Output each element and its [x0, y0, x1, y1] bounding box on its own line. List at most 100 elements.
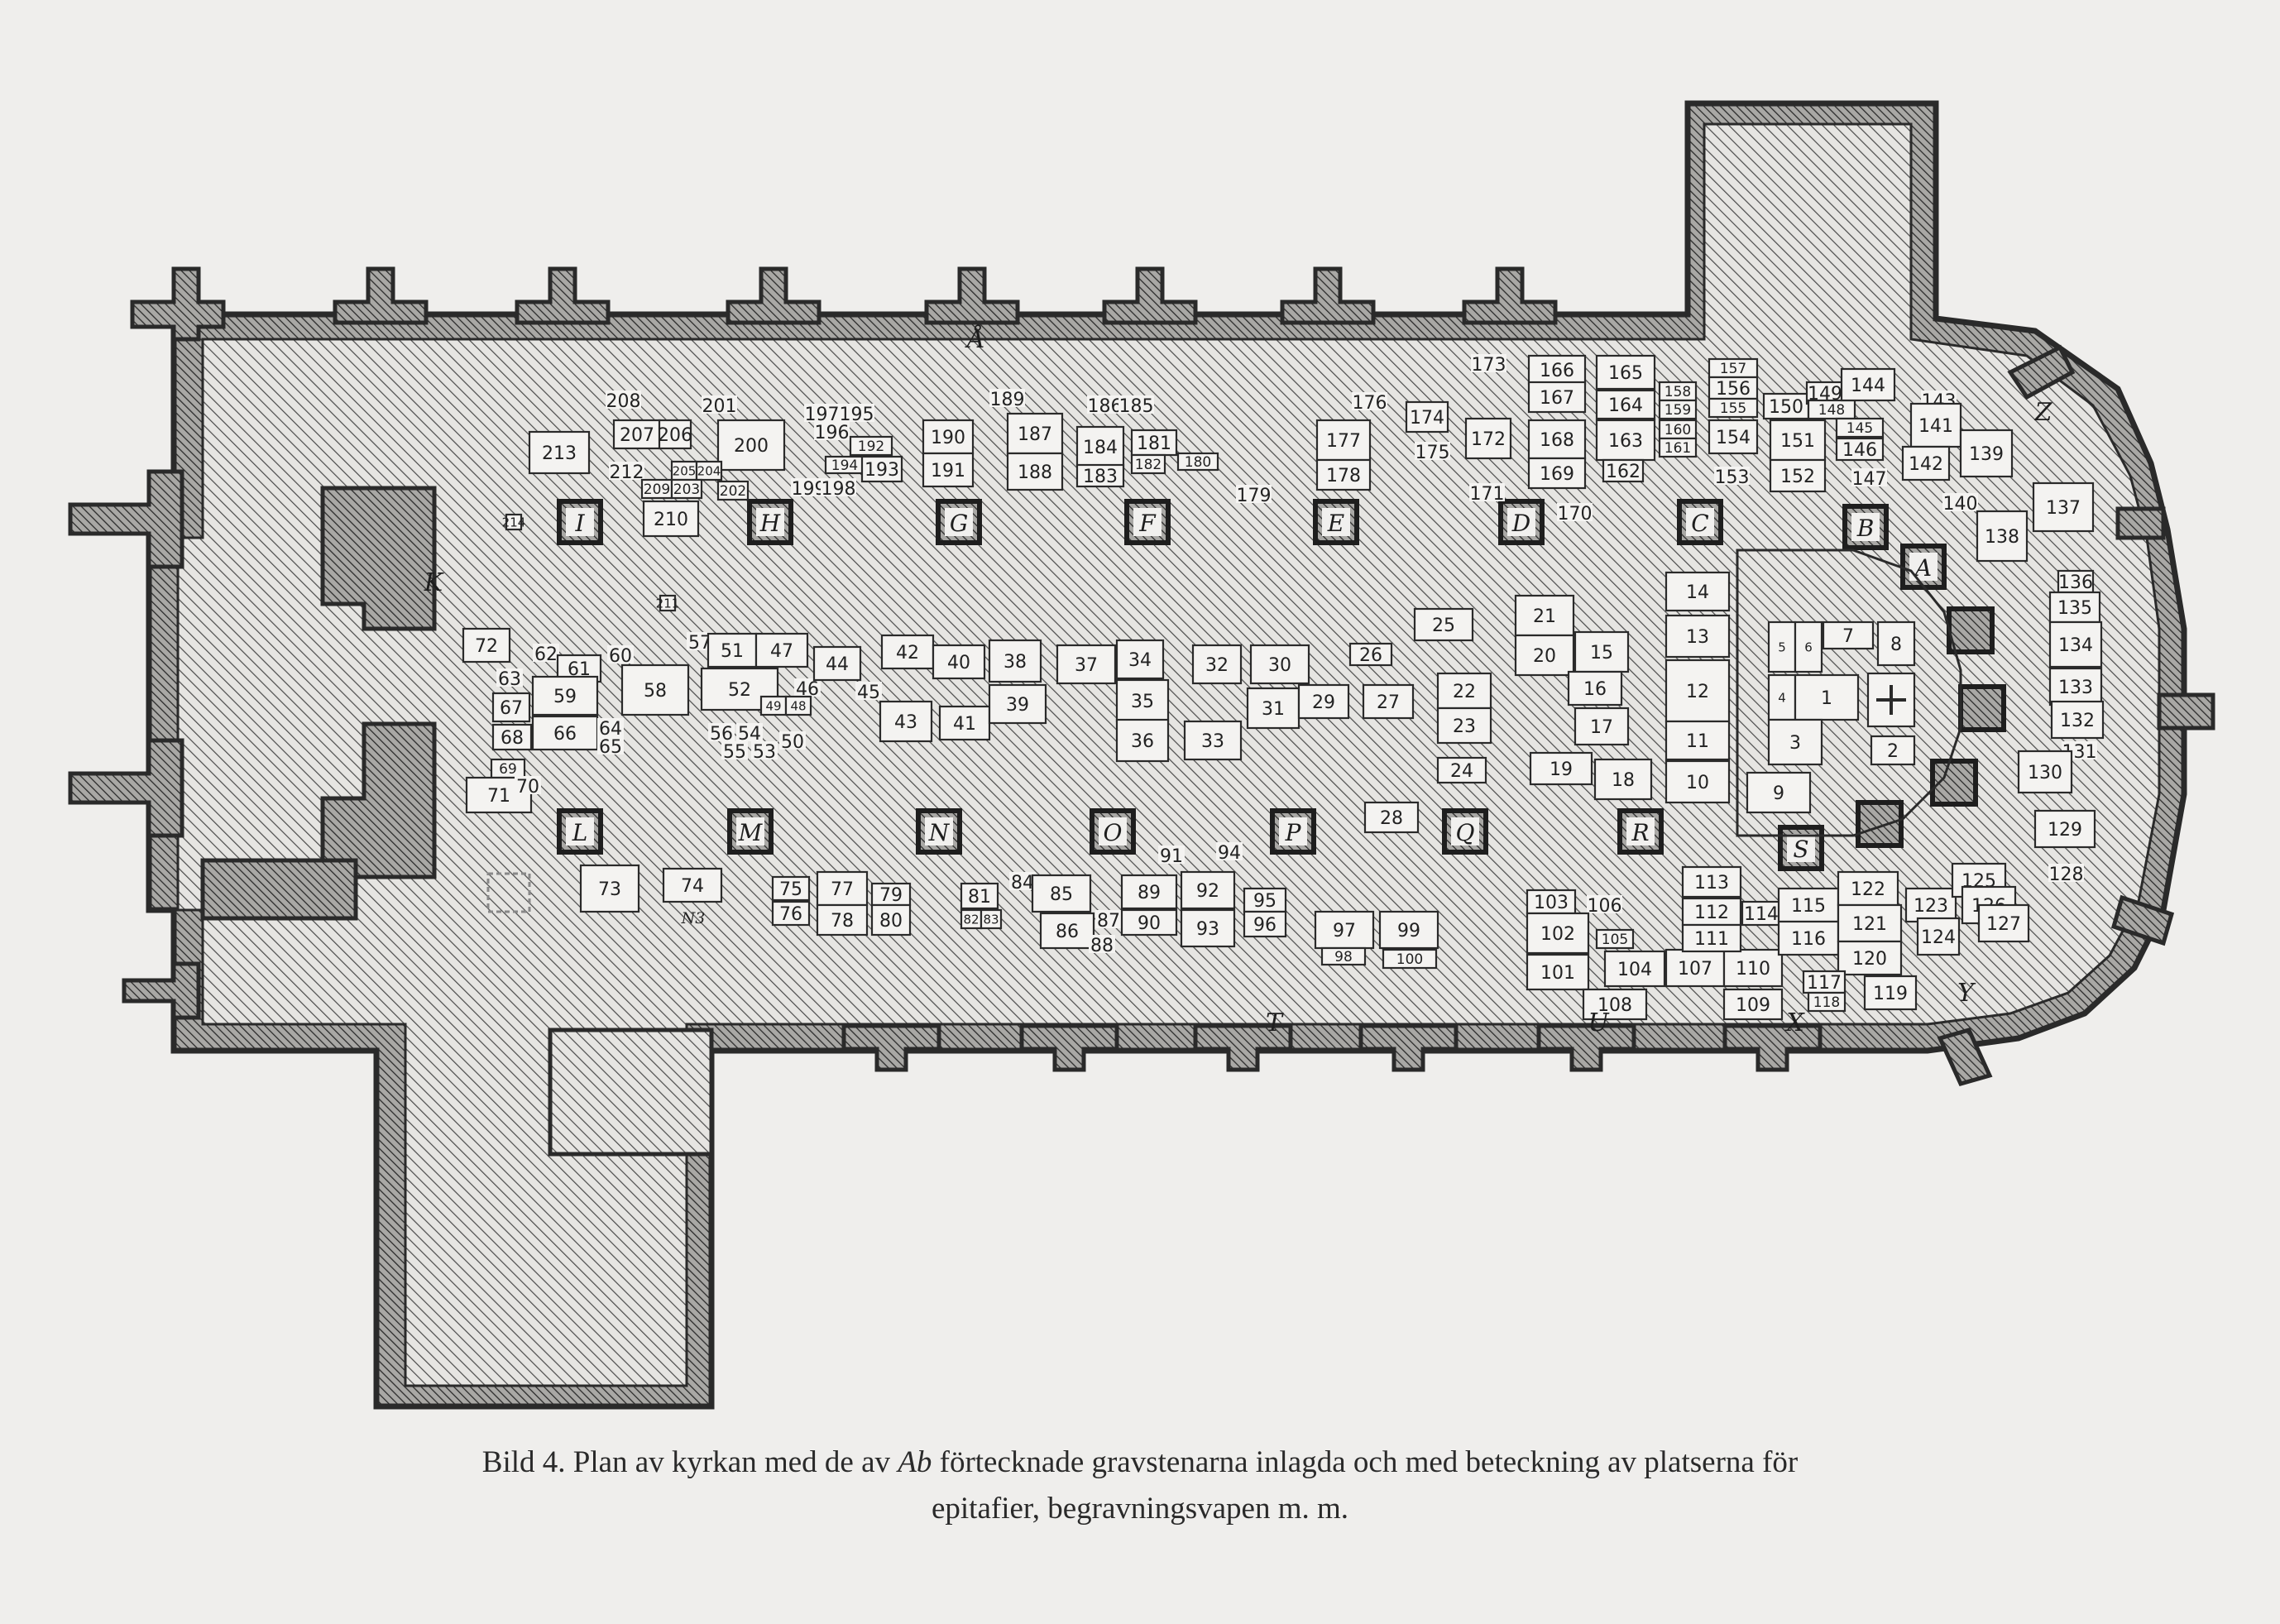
pillar-M: M: [727, 808, 774, 855]
grave-stone-24: 24: [1436, 756, 1487, 784]
svg-text:E: E: [1327, 510, 1344, 537]
stone-number: 210: [654, 510, 688, 530]
grave-stone-186: 186: [1087, 395, 1123, 417]
choir-enclosure: [1736, 549, 1962, 837]
stone-number: 123: [1914, 896, 1948, 917]
stone-number: 71: [487, 786, 510, 807]
grave-stone-3: 3: [1767, 718, 1823, 766]
grave-stone-202: 202: [716, 480, 750, 501]
stone-number: 76: [779, 904, 802, 925]
grave-stone-91: 91: [1158, 846, 1185, 867]
svg-text:C: C: [1691, 510, 1708, 537]
stone-number: 109: [1736, 995, 1770, 1016]
grave-stone-132: 132: [2050, 700, 2105, 740]
grave-stone-21: 21: [1514, 594, 1575, 637]
grave-stone-111: 111: [1681, 923, 1742, 953]
grave-stone-157: 157: [1708, 357, 1759, 379]
stone-number: 170: [1558, 504, 1593, 525]
grave-stone-127: 127: [1977, 903, 2030, 943]
grave-stone-145: 145: [1835, 417, 1885, 438]
stone-number: 80: [879, 911, 903, 932]
stone-number: 141: [1918, 416, 1953, 437]
grave-stone-70: 70: [515, 776, 541, 798]
stone-number: 32: [1205, 655, 1229, 676]
grave-stone-18: 18: [1593, 758, 1653, 801]
grave-stone-137: 137: [2032, 481, 2095, 533]
stone-number: 22: [1453, 682, 1476, 702]
stone-number: 196: [815, 423, 850, 443]
grave-stone-172: 172: [1464, 417, 1512, 460]
grave-stone-181: 181: [1130, 429, 1178, 457]
grave-stone-88: 88: [1089, 935, 1115, 956]
grave-stone-65: 65: [597, 736, 624, 758]
stone-number: 195: [840, 405, 874, 425]
svg-text:N: N: [928, 819, 951, 846]
grave-stone-104: 104: [1603, 950, 1666, 988]
stone-number: 136: [2058, 572, 2093, 593]
grave-stone-1: 1: [1794, 673, 1860, 721]
stone-number: 58: [644, 681, 667, 702]
stone-number: 179: [1237, 486, 1272, 506]
stone-number: 201: [702, 396, 737, 417]
grave-stone-155: 155: [1708, 397, 1759, 419]
grave-stone-84: 84: [1009, 872, 1036, 893]
stone-number: 175: [1415, 443, 1450, 463]
faint-pillar: [486, 872, 531, 913]
grave-stone-190: 190: [922, 419, 975, 455]
wall-letter-K: K: [424, 568, 444, 597]
apse-pillar: [1958, 684, 2006, 732]
stone-number: 108: [1597, 995, 1632, 1016]
stone-number: 153: [1715, 467, 1750, 488]
stone-number: 11: [1686, 731, 1709, 752]
stone-number: 127: [1986, 914, 2021, 935]
stone-number: 182: [1135, 457, 1162, 473]
caption-text-2: förtecknade gravstenarna inlagda och med…: [932, 1445, 1799, 1479]
stone-number: 173: [1472, 355, 1506, 376]
stone-number: 79: [879, 885, 903, 906]
grave-stone-204: 204: [695, 460, 723, 481]
pillar-S: S: [1778, 825, 1824, 871]
stone-number: 137: [2046, 498, 2081, 519]
stone-number: 34: [1128, 650, 1152, 671]
grave-stone-185: 185: [1118, 395, 1154, 417]
grave-stone-178: 178: [1315, 458, 1372, 491]
grave-stone-76: 76: [771, 900, 811, 927]
grave-stone-25: 25: [1413, 607, 1474, 642]
stone-number: 52: [728, 680, 751, 701]
grave-stone-114: 114: [1741, 900, 1782, 927]
grave-stone-141: 141: [1909, 402, 1962, 448]
stone-number: 163: [1608, 431, 1643, 452]
stone-number: 51: [721, 641, 744, 662]
stone-number: 47: [770, 641, 793, 662]
stone-number: 206: [658, 425, 692, 446]
stone-number: 144: [1851, 376, 1885, 396]
grave-stone-81: 81: [960, 882, 999, 910]
grave-stone-58: 58: [620, 663, 690, 716]
grave-stone-86: 86: [1039, 912, 1095, 950]
grave-stone-44: 44: [812, 645, 862, 682]
grave-stone-85: 85: [1031, 874, 1092, 913]
svg-text:O: O: [1104, 819, 1123, 846]
stone-number: 138: [1985, 527, 2019, 548]
caption-text-1: Bild 4. Plan av kyrkan med de av: [481, 1445, 898, 1479]
stone-number: 188: [1018, 462, 1052, 483]
stone-number: 43: [894, 712, 917, 733]
stone-number: 27: [1377, 692, 1400, 713]
stone-number: 148: [1818, 402, 1845, 419]
grave-stone-191: 191: [922, 452, 975, 488]
stone-number: 37: [1075, 655, 1098, 676]
grave-stone-43: 43: [879, 700, 933, 743]
stone-number: 100: [1396, 951, 1423, 968]
grave-stone-53: 53: [751, 741, 778, 763]
wall-letter-U: U: [1588, 1008, 1610, 1037]
grave-stone-33: 33: [1183, 720, 1243, 761]
grave-stone-74: 74: [662, 867, 723, 903]
stone-number: 130: [2028, 763, 2062, 783]
stone-number: 203: [673, 481, 700, 498]
grave-stone-136: 136: [2057, 569, 2095, 594]
grave-stone-96: 96: [1243, 910, 1287, 938]
stone-number: 122: [1851, 879, 1885, 900]
stone-number: 147: [1852, 469, 1887, 490]
stone-number: 15: [1590, 643, 1613, 663]
